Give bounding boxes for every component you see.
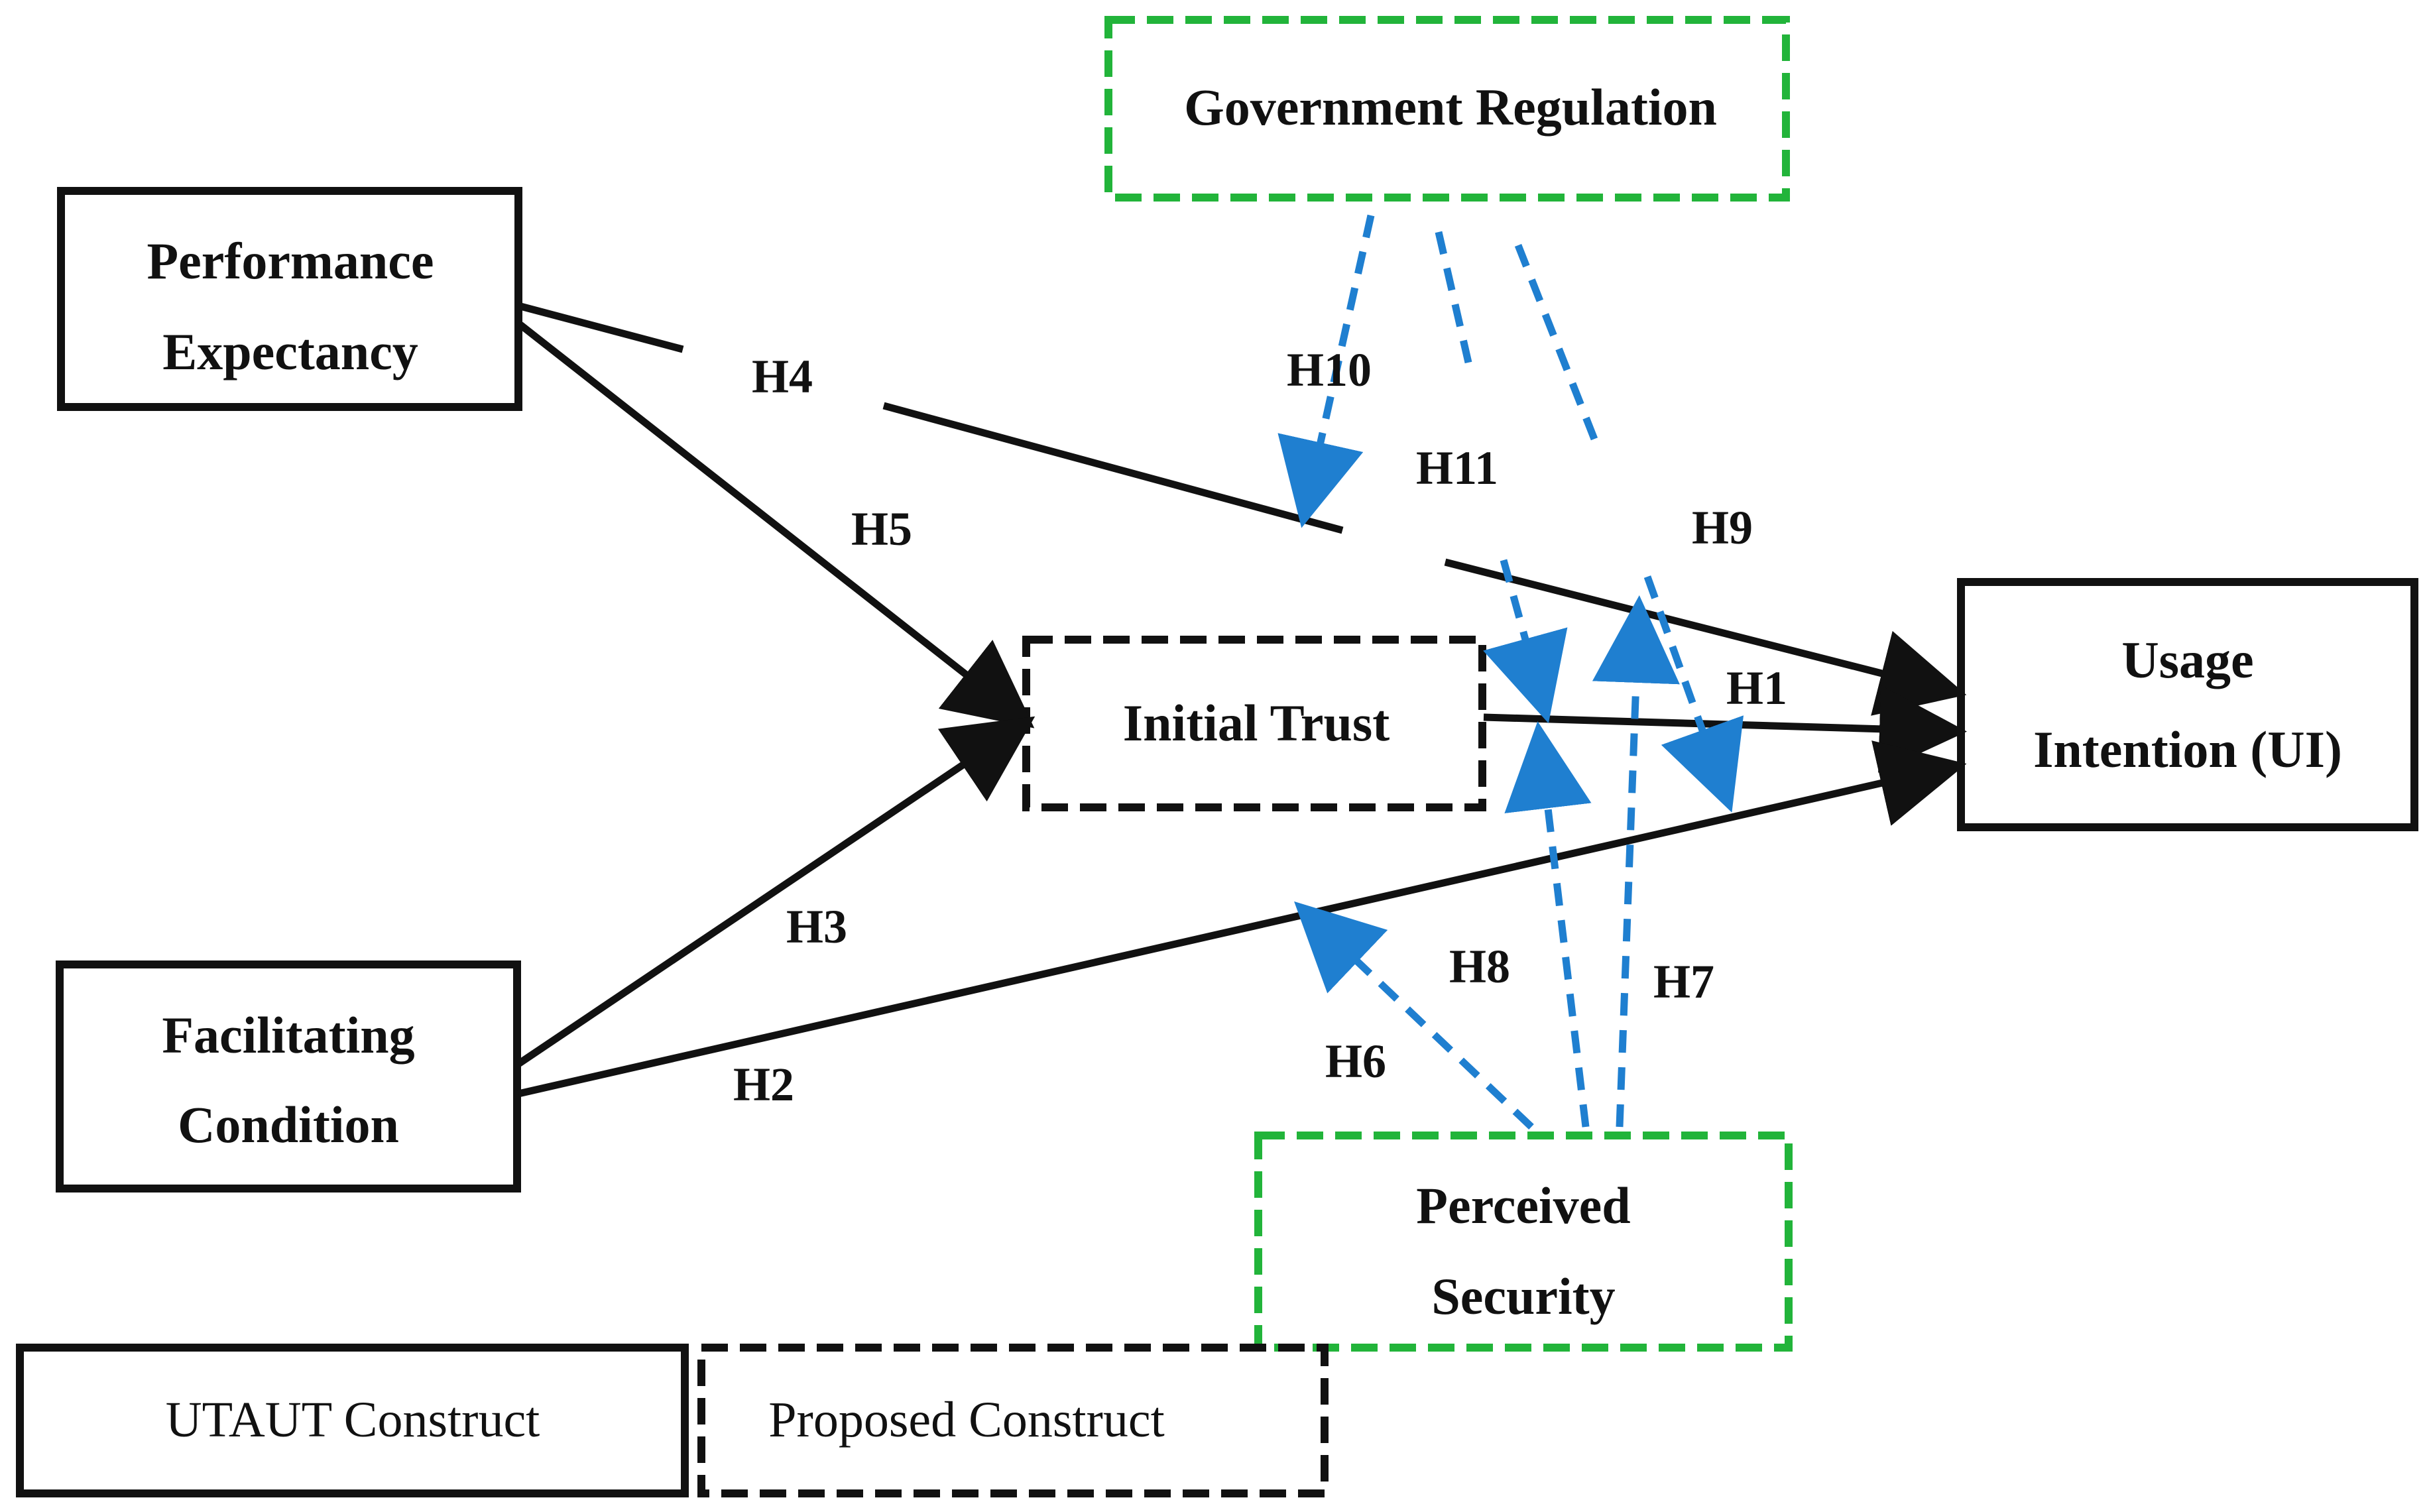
hypothesis-label-h4: H4 — [752, 350, 813, 403]
performance-expectancy-label-line1: Performance — [147, 232, 434, 290]
hypothesis-label-h3: H3 — [786, 900, 847, 953]
hypothesis-label-h10: H10 — [1287, 343, 1372, 396]
path-h4-segment-3 — [1444, 558, 1967, 716]
government-regulation-box — [1104, 16, 1790, 202]
path-h8 — [1504, 721, 1592, 1128]
path-h9-segment-2 — [1643, 575, 1744, 813]
path-h1 — [1483, 685, 1967, 773]
hypothesis-label-h8: H8 — [1449, 940, 1510, 993]
initial-trust-label: Initial Trust — [1123, 694, 1390, 752]
facilitating-condition-label-line2: Condition — [178, 1096, 399, 1153]
usage-intention-box — [1957, 578, 2418, 831]
path-h11-segment-1 — [1435, 231, 1474, 373]
path-h7 — [1592, 595, 1680, 1128]
path-h10 — [1277, 214, 1375, 528]
performance-expectancy-label-line2: Expectancy — [162, 323, 418, 380]
hypothesis-label-h1: H1 — [1726, 662, 1787, 715]
perceived-security-label-line1: Perceived — [1416, 1177, 1630, 1234]
hypothesis-label-h11: H11 — [1416, 441, 1498, 494]
path-h2 — [517, 740, 1967, 1098]
path-h6 — [1294, 901, 1534, 1130]
hypothesis-label-h6: H6 — [1325, 1035, 1386, 1088]
path-h4-segment-1 — [519, 302, 684, 353]
legend-proposed-box — [697, 1344, 1329, 1497]
path-h11-segment-2 — [1483, 559, 1568, 724]
facilitating-condition-label-line1: Facilitating — [162, 1006, 414, 1064]
usage-intention-label-line1: Usage — [2121, 631, 2253, 689]
hypothesis-label-h2: H2 — [733, 1058, 794, 1111]
path-h3 — [516, 716, 1036, 1067]
hypothesis-label-h5: H5 — [851, 502, 912, 555]
performance-expectancy-box — [57, 187, 522, 411]
legend-utaut-box — [16, 1344, 689, 1497]
hypothesis-label-h9: H9 — [1692, 501, 1753, 554]
government-regulation-label: Government Regulation — [1184, 78, 1717, 136]
facilitating-condition-box — [56, 960, 521, 1192]
path-h4-segment-2 — [882, 402, 1344, 534]
hypothesis-label-h7: H7 — [1653, 955, 1714, 1008]
legend-utaut-label: UTAUT Construct — [166, 1392, 540, 1448]
legend-proposed-label: Proposed Construct — [768, 1392, 1164, 1448]
usage-intention-label-line2: Intention (UI) — [2033, 721, 2342, 778]
perceived-security-label-line2: Security — [1431, 1267, 1615, 1325]
path-h9-segment-1 — [1514, 243, 1600, 446]
path-h5 — [518, 321, 1035, 728]
perceived-security-box — [1254, 1132, 1793, 1352]
